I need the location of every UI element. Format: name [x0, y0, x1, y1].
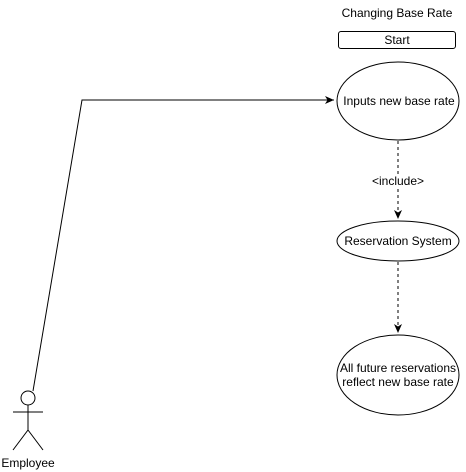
include-label: <include> [366, 174, 430, 188]
use-case-future-label: All future reservations reflect new base… [339, 361, 457, 389]
use-case-reservation-ellipse[interactable] [336, 220, 460, 262]
use-case-inputs-label: Inputs new base rate [343, 94, 455, 108]
use-case-reservation-label: Reservation System [344, 234, 452, 248]
use-case-inputs-ellipse[interactable] [336, 61, 460, 141]
actor-employee-label: Employee [1, 456, 55, 470]
diagram-title: Changing Base Rate [341, 6, 453, 20]
actor-employee-figure[interactable] [12, 390, 44, 451]
use-case-future-ellipse[interactable] [336, 334, 460, 416]
start-box[interactable]: Start [338, 31, 456, 49]
association-line [32, 96, 334, 392]
